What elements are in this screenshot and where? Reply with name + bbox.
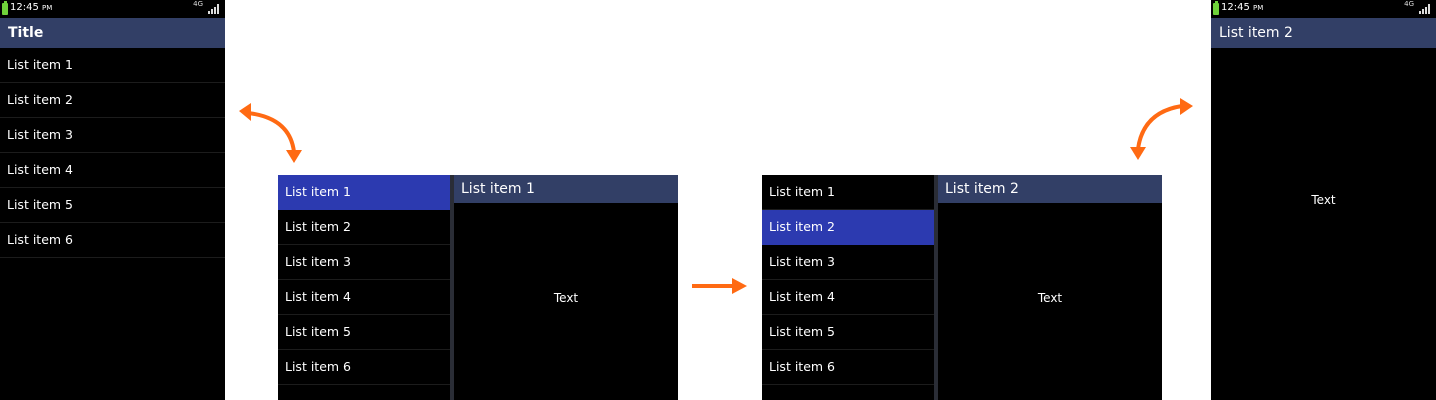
master-list: List item 1 List item 2 List item 3 List… (762, 175, 934, 400)
signal-icon (1419, 4, 1432, 14)
list-item[interactable]: List item 5 (0, 188, 225, 223)
tablet-master-detail-2: List item 1 List item 2 List item 3 List… (762, 175, 1162, 400)
phone-list-screen: 12:45 PM 4G Title List item 1 List item … (0, 0, 225, 400)
status-time-value: 12:45 (10, 2, 39, 13)
list-item[interactable]: List item 1 (762, 175, 934, 210)
detail-title-bar: List item 2 (1211, 18, 1436, 48)
list-item[interactable]: List item 3 (762, 245, 934, 280)
list-item[interactable]: List item 4 (762, 280, 934, 315)
detail-title: List item 1 (454, 175, 678, 203)
list-item[interactable]: List item 6 (762, 350, 934, 385)
status-time-value: 12:45 (1221, 2, 1250, 13)
battery-icon (1213, 1, 1219, 15)
list-item[interactable]: List item 6 (278, 350, 450, 385)
status-time: 12:45 PM (1221, 2, 1263, 13)
pane-divider (934, 175, 938, 400)
status-bar: 12:45 PM 4G (0, 0, 225, 18)
detail-pane: List item 1 Text (454, 175, 678, 400)
battery-icon (2, 1, 8, 15)
list-item[interactable]: List item 1 (278, 175, 450, 210)
curved-double-arrow-icon (1130, 98, 1193, 160)
status-ampm: PM (1253, 4, 1264, 12)
network-type: 4G (1404, 0, 1414, 8)
list-item[interactable]: List item 3 (278, 245, 450, 280)
detail-text: Text (553, 291, 579, 305)
list-item[interactable]: List item 1 (0, 48, 225, 83)
list-item[interactable]: List item 2 (0, 83, 225, 118)
master-list: List item 1 List item 2 List item 3 List… (278, 175, 450, 400)
right-arrow-icon (692, 278, 747, 294)
detail-text: Text (1311, 193, 1336, 207)
network-type: 4G (193, 0, 203, 8)
curved-double-arrow-icon (239, 103, 302, 163)
signal-icon (208, 4, 221, 14)
list-item[interactable]: List item 3 (0, 118, 225, 153)
list-item[interactable]: List item 2 (762, 210, 934, 245)
detail-title: List item 2 (938, 175, 1162, 203)
list-item[interactable]: List item 5 (762, 315, 934, 350)
app-title-bar: Title (0, 18, 225, 48)
list-item[interactable]: List item 2 (278, 210, 450, 245)
item-list: List item 1 List item 2 List item 3 List… (0, 48, 225, 258)
detail-pane: List item 2 Text (938, 175, 1162, 400)
tablet-master-detail-1: List item 1 List item 2 List item 3 List… (278, 175, 678, 400)
detail-text: Text (1037, 291, 1063, 305)
status-ampm: PM (42, 4, 53, 12)
status-time: 12:45 PM (10, 2, 52, 13)
list-item[interactable]: List item 5 (278, 315, 450, 350)
phone-detail-screen: 12:45 PM 4G List item 2 Text (1211, 0, 1436, 400)
list-item[interactable]: List item 6 (0, 223, 225, 258)
pane-divider (450, 175, 454, 400)
list-item[interactable]: List item 4 (0, 153, 225, 188)
list-item[interactable]: List item 4 (278, 280, 450, 315)
status-bar: 12:45 PM 4G (1211, 0, 1436, 18)
